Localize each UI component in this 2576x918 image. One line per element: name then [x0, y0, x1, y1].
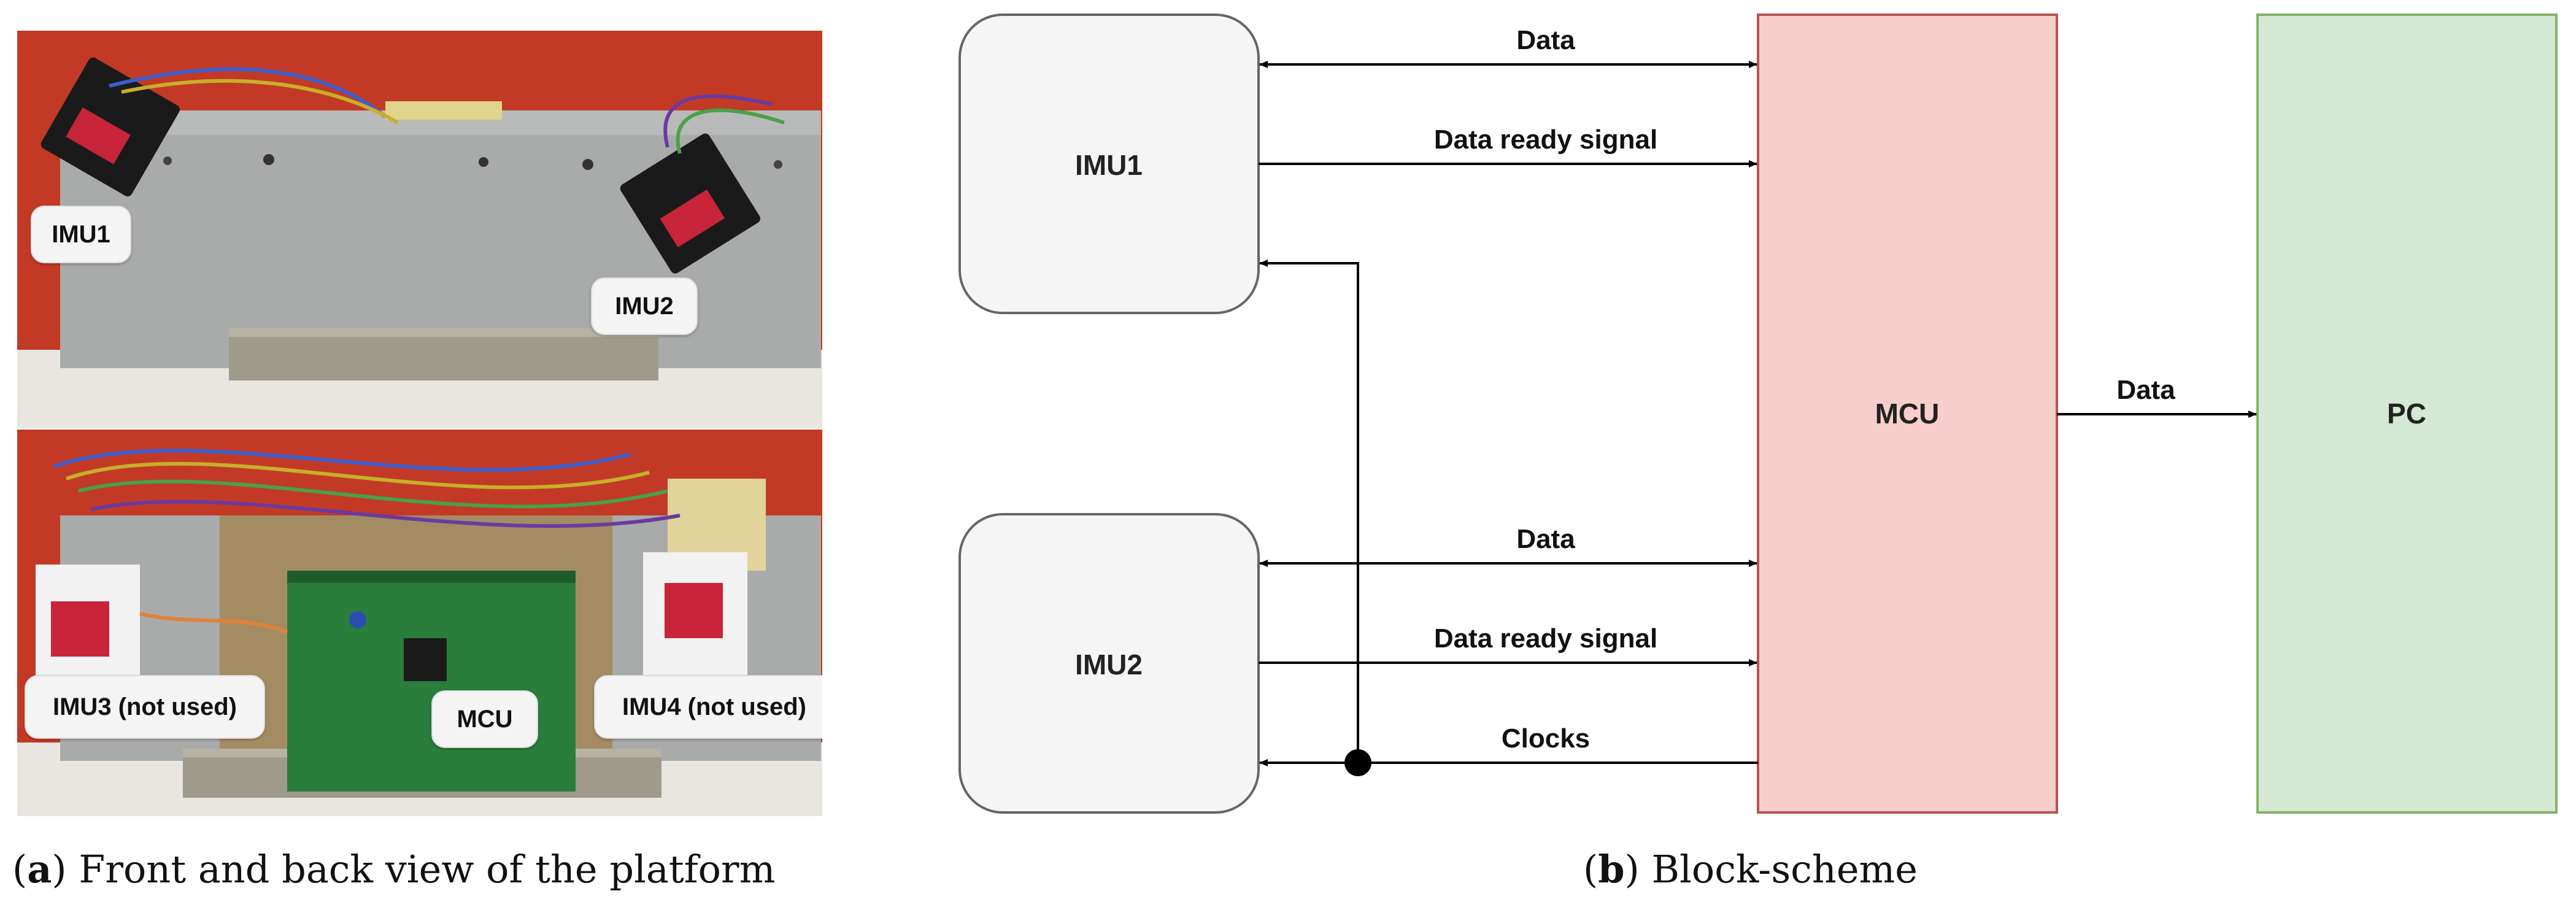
mcu-block — [1757, 14, 2058, 814]
platform-front-photo: IMU1 IMU2 — [17, 31, 822, 428]
photo-label-imu2: IMU2 — [591, 277, 698, 335]
pc-block — [2256, 14, 2558, 814]
left-caption-tag: a — [27, 847, 52, 892]
left-caption-text: Front and back view of the platform — [66, 847, 776, 892]
pc-label: PC — [2387, 398, 2426, 430]
mcu-pc-label: Data — [2116, 375, 2175, 405]
imu1-label: IMU1 — [1075, 149, 1143, 181]
mcu-label: MCU — [1875, 398, 1940, 430]
platform-back-photo: IMU3 (not used) MCU IMU4 (not used) — [17, 430, 822, 816]
photo-label-imu4: IMU4 (not used) — [594, 675, 822, 739]
photo-label-imu3: IMU3 (not used) — [25, 675, 265, 739]
imu2-label: IMU2 — [1075, 649, 1143, 681]
clocks-junction — [1344, 749, 1371, 776]
photo-label-mcu: MCU — [431, 690, 538, 748]
clocks-branch-arrow — [1259, 260, 1359, 763]
right-caption-tag: b — [1598, 847, 1625, 892]
photo-label-imu1: IMU1 — [31, 206, 131, 263]
imu1-data-label: Data — [1516, 25, 1575, 55]
left-caption: (a) Front and back view of the platform — [12, 847, 776, 892]
imu2-data-label: Data — [1516, 524, 1575, 554]
clocks-label: Clocks — [1502, 723, 1590, 754]
right-caption-text: Block-scheme — [1639, 847, 1918, 892]
imu2-ready-label: Data ready signal — [1434, 623, 1657, 654]
imu1-ready-label: Data ready signal — [1434, 125, 1657, 155]
right-caption: (b) Block-scheme — [1583, 847, 1918, 892]
